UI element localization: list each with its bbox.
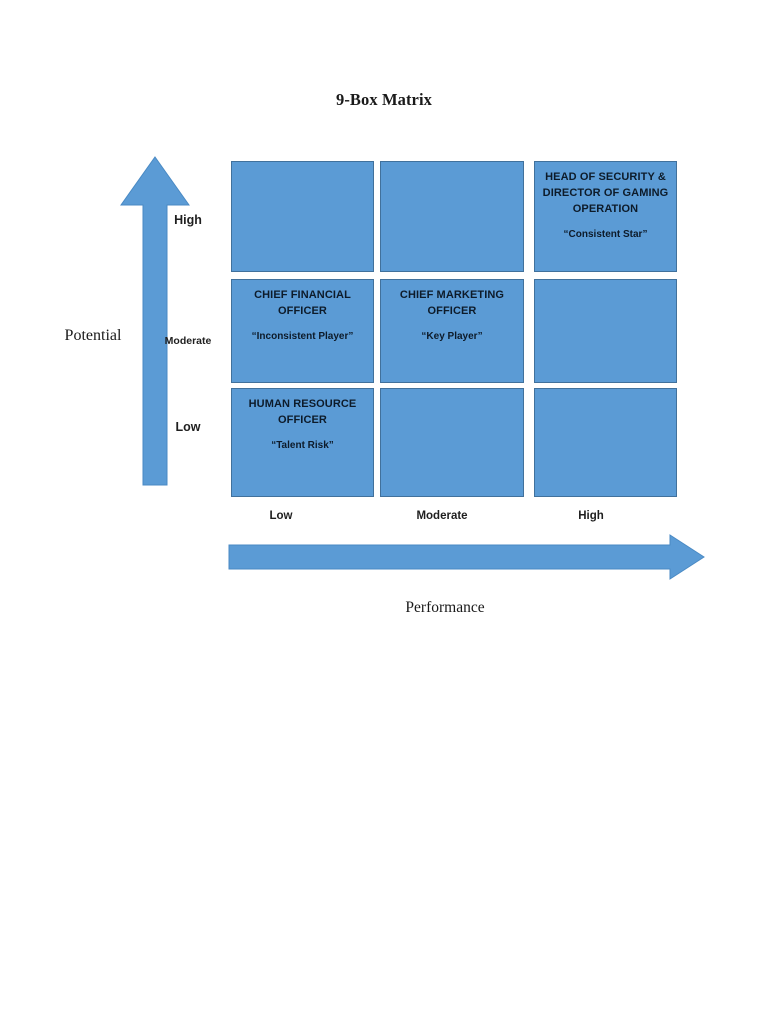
x-tick-low: Low (269, 510, 293, 522)
y-tick-moderate: Moderate (164, 335, 212, 347)
cell-label: “Talent Risk” (271, 439, 334, 451)
cell-label: “Consistent Star” (563, 228, 648, 240)
cell-role: HUMAN RESOURCE OFFICER (248, 398, 357, 426)
cell-label: “Key Player” (421, 330, 483, 342)
cell-role: CHIEF MARKETING OFFICER (399, 289, 505, 317)
y-axis-title: Potential (64, 327, 122, 344)
matrix-cell-moderate-high[interactable] (534, 279, 677, 383)
x-axis-title: Performance (405, 599, 485, 616)
matrix-grid: HEAD OF SECURITY & DIRECTOR OF GAMING OP… (231, 161, 677, 497)
potential-up-arrow-icon (120, 156, 190, 486)
cell-role: HEAD OF SECURITY & DIRECTOR OF GAMING OP… (542, 171, 669, 215)
cell-role: CHIEF FINANCIAL OFFICER (254, 289, 351, 317)
page-title: 9-Box Matrix (335, 90, 433, 109)
matrix-cell-low-high[interactable] (534, 388, 677, 497)
x-tick-high: High (578, 510, 604, 522)
matrix-cell-high-low[interactable] (231, 161, 374, 272)
matrix-cell-moderate-moderate[interactable]: CHIEF MARKETING OFFICER “Key Player” (380, 279, 524, 383)
matrix-cell-high-high[interactable]: HEAD OF SECURITY & DIRECTOR OF GAMING OP… (534, 161, 677, 272)
y-tick-low: Low (175, 420, 201, 434)
matrix-cell-low-low[interactable]: HUMAN RESOURCE OFFICER “Talent Risk” (231, 388, 374, 497)
matrix-cell-low-moderate[interactable] (380, 388, 524, 497)
cell-label: “Inconsistent Player” (251, 330, 354, 342)
performance-right-arrow-icon (228, 534, 705, 580)
y-tick-high: High (174, 213, 202, 227)
matrix-cell-high-moderate[interactable] (380, 161, 524, 272)
x-tick-moderate: Moderate (416, 510, 468, 522)
matrix-cell-moderate-low[interactable]: CHIEF FINANCIAL OFFICER “Inconsistent Pl… (231, 279, 374, 383)
